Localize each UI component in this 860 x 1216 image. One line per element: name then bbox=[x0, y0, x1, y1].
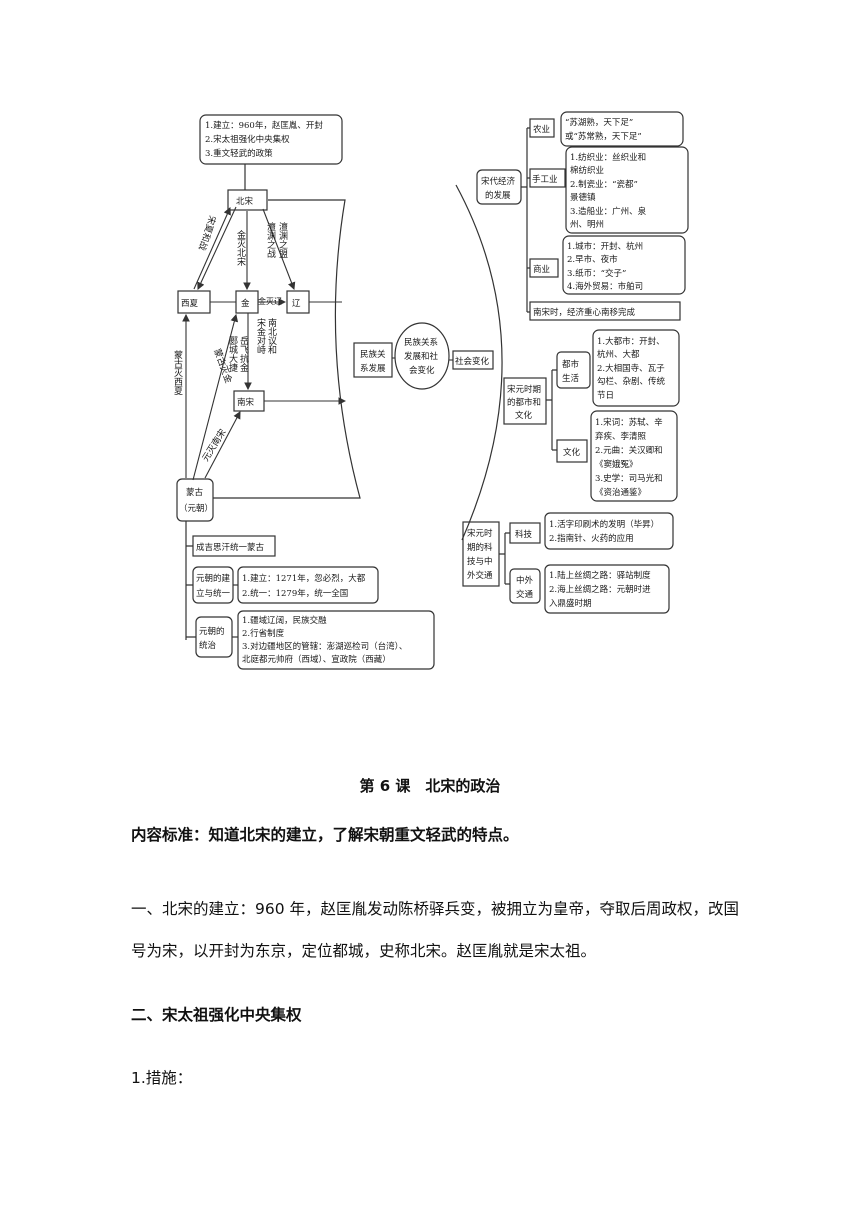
top-box-line: 3.重文轻武的政策 bbox=[205, 148, 273, 159]
economy-nanyi: 南宋时，经济重心南移完成 bbox=[533, 307, 636, 318]
tech-keji: 科技 bbox=[515, 529, 533, 540]
dushi-detail: 1.大都市：开封、 bbox=[597, 336, 665, 347]
center-line: 民族关系 bbox=[404, 337, 438, 348]
wenhua-detail: 《窦娥冤》 bbox=[595, 459, 638, 470]
tech-label: 宋元时 bbox=[467, 528, 493, 539]
label-song-jin-duizhi: 宋金对峙 bbox=[255, 317, 266, 355]
yuan-jianli-detail: 1.建立：1271年，忽必烈，大都 bbox=[242, 573, 366, 584]
tech-label: 外交通 bbox=[467, 570, 493, 581]
wenhua-detail: 2.元曲：关汉卿和 bbox=[595, 445, 663, 456]
wenhua-detail: 弃疾、李清照 bbox=[595, 431, 647, 442]
shangye-detail: 1.城市：开封、杭州 bbox=[567, 241, 643, 252]
dushi-detail: 杭州、大都 bbox=[597, 349, 640, 360]
shougongye-detail: 1.纺织业：丝织业和 bbox=[570, 152, 646, 163]
city-label: 文化 bbox=[515, 410, 533, 421]
label-nanbei-yihe: 南北议和 bbox=[266, 317, 277, 355]
jiaotong-detail: 入鼎盛时期 bbox=[549, 598, 592, 609]
node-liao: 辽 bbox=[292, 299, 301, 309]
node-xixia: 西夏 bbox=[181, 299, 199, 309]
shangye-detail: 3.纸币：“交子” bbox=[567, 268, 626, 279]
shougongye-detail: 3.造船业：广州、泉 bbox=[570, 206, 647, 217]
node-jin: 金 bbox=[241, 298, 250, 309]
mind-map-diagram: 1.建立：960年，赵匡胤、开封 2.宋太祖强化中央集权 3.重文轻武的政策 北… bbox=[172, 111, 689, 670]
tech-label: 期的科 bbox=[467, 542, 493, 553]
yuan-jianli-label: 立与统一 bbox=[196, 588, 231, 599]
dushi-detail: 2.大相国寺、瓦子 bbox=[597, 363, 665, 374]
label-song-xia: 宋夏和战 bbox=[196, 214, 219, 252]
yuan-jianli-detail: 2.统一：1279年，统一全国 bbox=[242, 588, 348, 599]
center-line: 会变化 bbox=[409, 365, 435, 376]
city-dushi: 都市 bbox=[562, 359, 580, 370]
dushi-detail: 节日 bbox=[597, 391, 614, 401]
label-yancheng: 郾城大捷 bbox=[227, 336, 238, 373]
top-box-line: 1.建立：960年，赵匡胤、开封 bbox=[205, 120, 323, 131]
item-1-measures: 1.措施： bbox=[131, 1069, 193, 1087]
lesson-title: 第 6 课 北宋的政治 bbox=[359, 777, 501, 795]
wenhua-detail: 1.宋词：苏轼、辛 bbox=[595, 417, 663, 428]
yuan-tongzhi-detail: 北庭都元帅府（西域）、宣政院（西藏） bbox=[242, 654, 391, 665]
yuan-chengjisi: 成吉思汗统一蒙古 bbox=[196, 542, 265, 553]
shougongye-detail: 棉纺织业 bbox=[570, 165, 604, 176]
keji-detail: 1.活字印刷术的发明（毕昇） bbox=[549, 519, 659, 530]
section-2-heading: 二、宋太祖强化中央集权 bbox=[131, 1006, 302, 1024]
economy-shangye: 商业 bbox=[533, 264, 550, 275]
shangye-detail: 2.早市、夜市 bbox=[567, 254, 618, 265]
yuan-jianli-label: 元朝的建 bbox=[196, 573, 231, 584]
label-jin-mie-beisong: 金灭北宋 bbox=[235, 229, 246, 267]
shougongye-detail: 2.制瓷业：“瓷都” bbox=[570, 179, 638, 190]
label-menggu-mie-xixia: 蒙古灭西夏 bbox=[172, 349, 183, 395]
node-menggu-sub: （元朝） bbox=[179, 503, 213, 514]
wenhua-detail: 《资治通鉴》 bbox=[595, 487, 646, 498]
yuan-tongzhi-detail: 1.疆域辽阔，民族交融 bbox=[242, 615, 327, 626]
top-box-line: 2.宋太祖强化中央集权 bbox=[205, 134, 290, 145]
label-yuefei: 岳飞抗金 bbox=[238, 335, 249, 372]
shougongye-detail: 州、明州 bbox=[570, 220, 604, 230]
center-line: 发展和社 bbox=[404, 351, 439, 362]
jiaotong-detail: 1.陆上丝绸之路：驿站制度 bbox=[549, 570, 651, 581]
content-standard: 内容标准：知道北宋的建立，了解宋朝重文轻武的特点。 bbox=[131, 826, 519, 844]
city-dushi: 生活 bbox=[562, 373, 580, 384]
minzu-fazhan-line: 民族关 bbox=[360, 349, 386, 360]
city-label: 宋元时期 bbox=[507, 384, 541, 395]
node-menggu: 蒙古 bbox=[186, 487, 204, 498]
city-label: 的都市和 bbox=[507, 397, 541, 408]
label-chanyuan-meng: 澶渊之盟 bbox=[277, 221, 288, 258]
shangye-detail: 4.海外贸易：市舶司 bbox=[567, 281, 643, 292]
node-beisong: 北宋 bbox=[236, 196, 254, 207]
jiaotong-detail: 2.海上丝绸之路：元朝时进 bbox=[549, 584, 651, 595]
tech-label: 技与中 bbox=[467, 556, 493, 567]
dushi-detail: 勾栏、杂剧、传统 bbox=[597, 376, 666, 387]
label-chanyuan-zhan: 澶渊之战 bbox=[265, 221, 276, 259]
yuan-tongzhi-label: 元朝的 bbox=[199, 626, 225, 637]
nongye-detail: 或“苏常熟，天下足” bbox=[565, 131, 642, 142]
shougongye-detail: 景德镇 bbox=[570, 192, 596, 203]
city-wenhua: 文化 bbox=[563, 447, 581, 458]
nongye-detail: “苏湖熟，天下足” bbox=[565, 117, 633, 128]
keji-detail: 2.指南针、火药的应用 bbox=[549, 533, 634, 544]
yuan-tongzhi-label: 统治 bbox=[199, 640, 217, 651]
economy-shougongye: 手工业 bbox=[532, 174, 558, 185]
yuan-tongzhi-detail: 3.对边疆地区的管辖：澎湖巡检司（台湾）、 bbox=[242, 641, 407, 652]
node-nansong: 南宋 bbox=[237, 397, 255, 408]
yuan-tongzhi-detail: 2.行省制度 bbox=[242, 628, 285, 639]
tech-jiaotong: 中外 bbox=[516, 575, 534, 586]
economy-label: 的发展 bbox=[485, 190, 511, 201]
node-shehui: 社会变化 bbox=[455, 356, 490, 367]
wenhua-detail: 3.史学：司马光和 bbox=[595, 473, 663, 484]
tech-jiaotong: 交通 bbox=[516, 589, 534, 600]
economy-nongye: 农业 bbox=[533, 124, 550, 135]
section-1-text: 一、北宋的建立：960 年，赵匡胤发动陈桥驿兵变，被拥立为皇帝，夺取后周政权，改… bbox=[131, 900, 740, 960]
economy-label: 宋代经济 bbox=[481, 176, 516, 187]
minzu-fazhan-line: 系发展 bbox=[360, 363, 386, 374]
label-yuan-mie-nansong: 元灭南宋 bbox=[199, 427, 228, 464]
label-jin-mie-liao: 金灭辽 bbox=[258, 296, 282, 306]
